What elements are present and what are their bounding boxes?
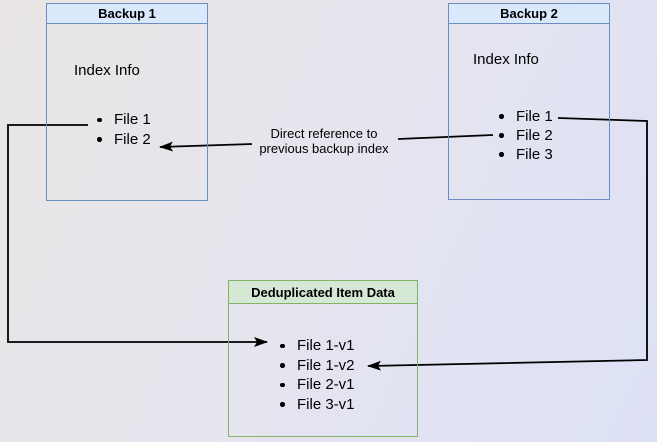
backup2-subtitle: Index Info [473,51,539,68]
edge-label: Direct reference to previous backup inde… [244,126,404,156]
list-item: File 3-v1 [280,395,355,415]
backup1-header: Backup 1 [47,4,207,24]
list-item: File 1 [97,110,151,130]
backup2-title: Backup 2 [500,6,558,21]
list-item: File 1-v1 [280,336,355,356]
backup2-file-list: File 1 File 2 File 3 [499,107,553,164]
list-item: File 2-v1 [280,375,355,395]
dedup-title: Deduplicated Item Data [251,284,395,300]
dedup-file-list: File 1-v1 File 1-v2 File 2-v1 File 3-v1 [280,336,355,414]
backup1-box: Backup 1 Index Info File 1 File 2 [46,3,208,201]
backup2-box: Backup 2 Index Info File 1 File 2 File 3 [448,3,610,200]
backup1-file-list: File 1 File 2 [97,110,151,149]
list-item: File 1 [499,107,553,126]
edge-label-line1: Direct reference to [270,126,378,141]
list-item: File 2 [499,126,553,145]
edge-label-line2: previous backup index [259,141,389,156]
connector-backup2-file2-to-backup1-arrow [159,141,253,152]
connector-backup2-file2-to-backup1-segment [397,134,494,140]
backup1-title: Backup 1 [98,6,156,21]
list-item: File 2 [97,130,151,150]
list-item: File 3 [499,145,553,164]
connector-backup1-file1-to-dedup [7,124,268,347]
list-item: File 1-v2 [280,356,355,376]
connector-backup2-file1-to-dedup [367,117,648,371]
dedup-header: Deduplicated Item Data [229,281,417,304]
dedup-box: Deduplicated Item Data File 1-v1 File 1-… [228,280,418,437]
backup2-header: Backup 2 [449,4,609,24]
backup1-subtitle: Index Info [74,62,140,79]
